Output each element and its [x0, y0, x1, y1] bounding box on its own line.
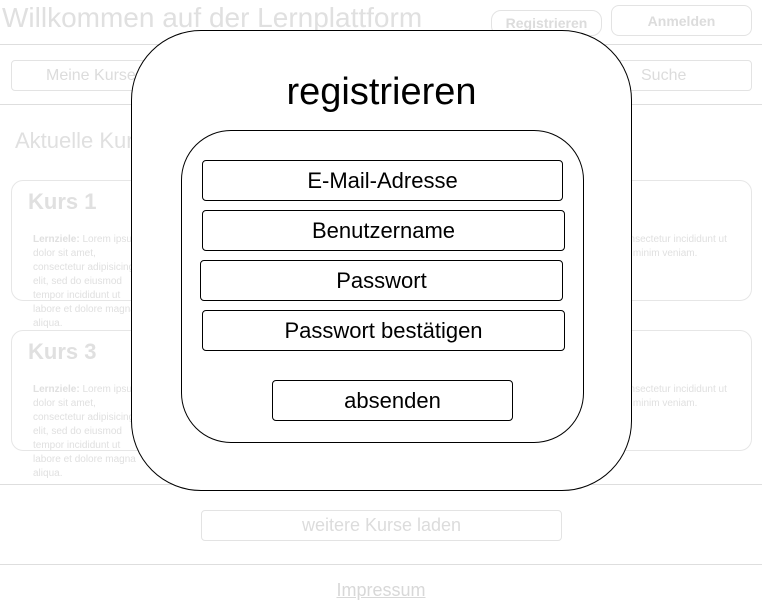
login-button[interactable]: Anmelden — [611, 5, 752, 36]
password-confirm-field[interactable]: Passwort bestätigen — [202, 310, 565, 351]
course-goal-text: Lorem ipsum dolor sit amet, consectetur … — [33, 234, 141, 329]
course-title: Kurs 1 — [28, 189, 97, 214]
username-field[interactable]: Benutzername — [202, 210, 565, 251]
modal-title: registrieren — [286, 71, 477, 113]
footer-divider — [0, 564, 762, 565]
impressum-link[interactable]: Impressum — [336, 580, 426, 600]
register-form: E-Mail-Adresse Benutzername Passwort Pas… — [181, 130, 584, 443]
submit-button[interactable]: absenden — [272, 380, 513, 421]
register-modal: registrieren E-Mail-Adresse Benutzername… — [131, 30, 632, 491]
course-description: Lernziele: Lorem ipsum dolor sit amet, c… — [33, 233, 143, 331]
course-description: Lernziele: Lorem ipsum dolor sit amet, c… — [33, 383, 143, 481]
course-goal-label: Lernziele: — [33, 384, 80, 395]
course-description-right: consectetur incididunt ut ad minim venia… — [619, 384, 727, 409]
load-more-courses-button[interactable]: weitere Kurse laden — [201, 510, 562, 541]
course-goal-label: Lernziele: — [33, 234, 80, 245]
course-title: Kurs 3 — [28, 339, 97, 364]
password-field[interactable]: Passwort — [200, 260, 563, 301]
site-title: Willkommen auf der Lernplattform — [2, 2, 423, 33]
email-field[interactable]: E-Mail-Adresse — [202, 160, 563, 201]
course-goal-text: Lorem ipsum dolor sit amet, consectetur … — [33, 384, 141, 479]
course-description-right: consectetur incididunt ut ad minim venia… — [619, 234, 727, 259]
